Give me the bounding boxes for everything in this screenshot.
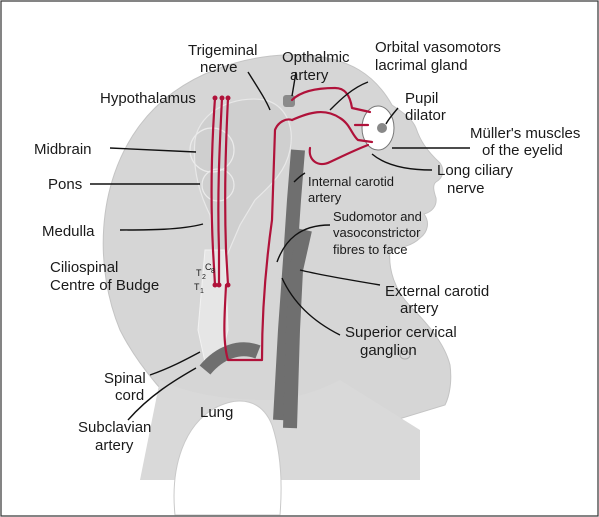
label-sudomotor-1: Sudomotor and <box>333 209 422 224</box>
pupil-shape <box>377 123 387 133</box>
label-spinal-cord-1: Spinal <box>104 370 146 387</box>
label-ciliospinal-2: Centre of Budge <box>50 277 159 294</box>
label-lung: Lung <box>200 404 233 421</box>
label-seg-t1-sub: 1 <box>200 288 204 295</box>
hypothalamus-node-2 <box>220 96 225 101</box>
label-sudomotor-3: fibres to face <box>333 242 407 257</box>
label-hypothalamus: Hypothalamus <box>100 90 196 107</box>
label-external-carotid-2: artery <box>400 300 439 317</box>
label-long-ciliary-2: nerve <box>447 180 485 197</box>
label-orbital-2: lacrimal gland <box>375 57 468 74</box>
label-orbital-1: Orbital vasomotors <box>375 39 501 56</box>
label-medulla: Medulla <box>42 223 95 240</box>
label-pupil-2: dilator <box>405 107 446 124</box>
label-trigeminal-1: Trigeminal <box>188 42 257 59</box>
label-spinal-cord-2: cord <box>115 387 144 404</box>
hypothalamus-node-1 <box>213 96 218 101</box>
label-opthalmic-1: Opthalmic <box>282 49 350 66</box>
ciliospinal-node-3 <box>226 283 231 288</box>
hypothalamus-node-3 <box>226 96 231 101</box>
label-superior-cervical-2: ganglion <box>360 342 417 359</box>
ciliospinal-node-2 <box>217 283 222 288</box>
label-seg-c8-sub: 8 <box>211 268 215 275</box>
label-ciliospinal-1: Ciliospinal <box>50 259 118 276</box>
label-muller-2: of the eyelid <box>482 142 563 159</box>
label-trigeminal-2: nerve <box>200 59 238 76</box>
label-opthalmic-2: artery <box>290 67 329 84</box>
label-muller-1: Müller's muscles <box>470 125 580 142</box>
label-pupil-1: Pupil <box>405 90 438 107</box>
label-internal-carotid-2: artery <box>308 190 342 205</box>
label-pons: Pons <box>48 176 82 193</box>
opthalmic-artery-dot <box>283 95 295 107</box>
label-external-carotid-1: External carotid <box>385 283 489 300</box>
label-long-ciliary-1: Long ciliary <box>437 162 513 179</box>
label-internal-carotid-1: Internal carotid <box>308 174 394 189</box>
label-subclavian-1: Subclavian <box>78 419 151 436</box>
label-superior-cervical-1: Superior cervical <box>345 324 457 341</box>
label-subclavian-2: artery <box>95 437 134 454</box>
label-sudomotor-2: vasoconstrictor <box>333 225 421 240</box>
label-seg-t2-sub: 2 <box>202 274 206 281</box>
label-midbrain: Midbrain <box>34 141 92 158</box>
